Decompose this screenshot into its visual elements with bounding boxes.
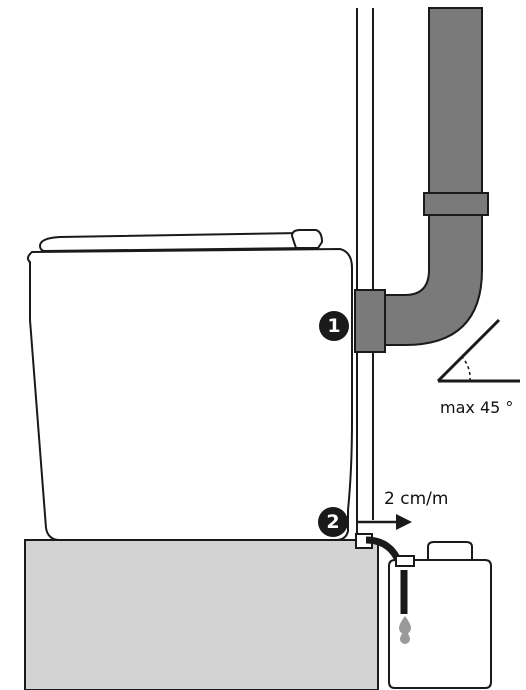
drop-icon bbox=[400, 629, 410, 644]
slope-label: 2 cm/m bbox=[384, 489, 449, 509]
vent-pipe bbox=[354, 7, 489, 353]
wall bbox=[356, 8, 374, 535]
angle-label: max 45 ° bbox=[440, 398, 514, 417]
platform bbox=[24, 539, 379, 690]
slope-arrow bbox=[356, 514, 412, 530]
drop-icon bbox=[399, 616, 411, 634]
toilet bbox=[26, 229, 353, 541]
marker-2: 2 bbox=[318, 507, 348, 537]
canister bbox=[388, 541, 492, 689]
marker-1: 1 bbox=[319, 311, 349, 341]
angle-indicator bbox=[436, 318, 520, 383]
